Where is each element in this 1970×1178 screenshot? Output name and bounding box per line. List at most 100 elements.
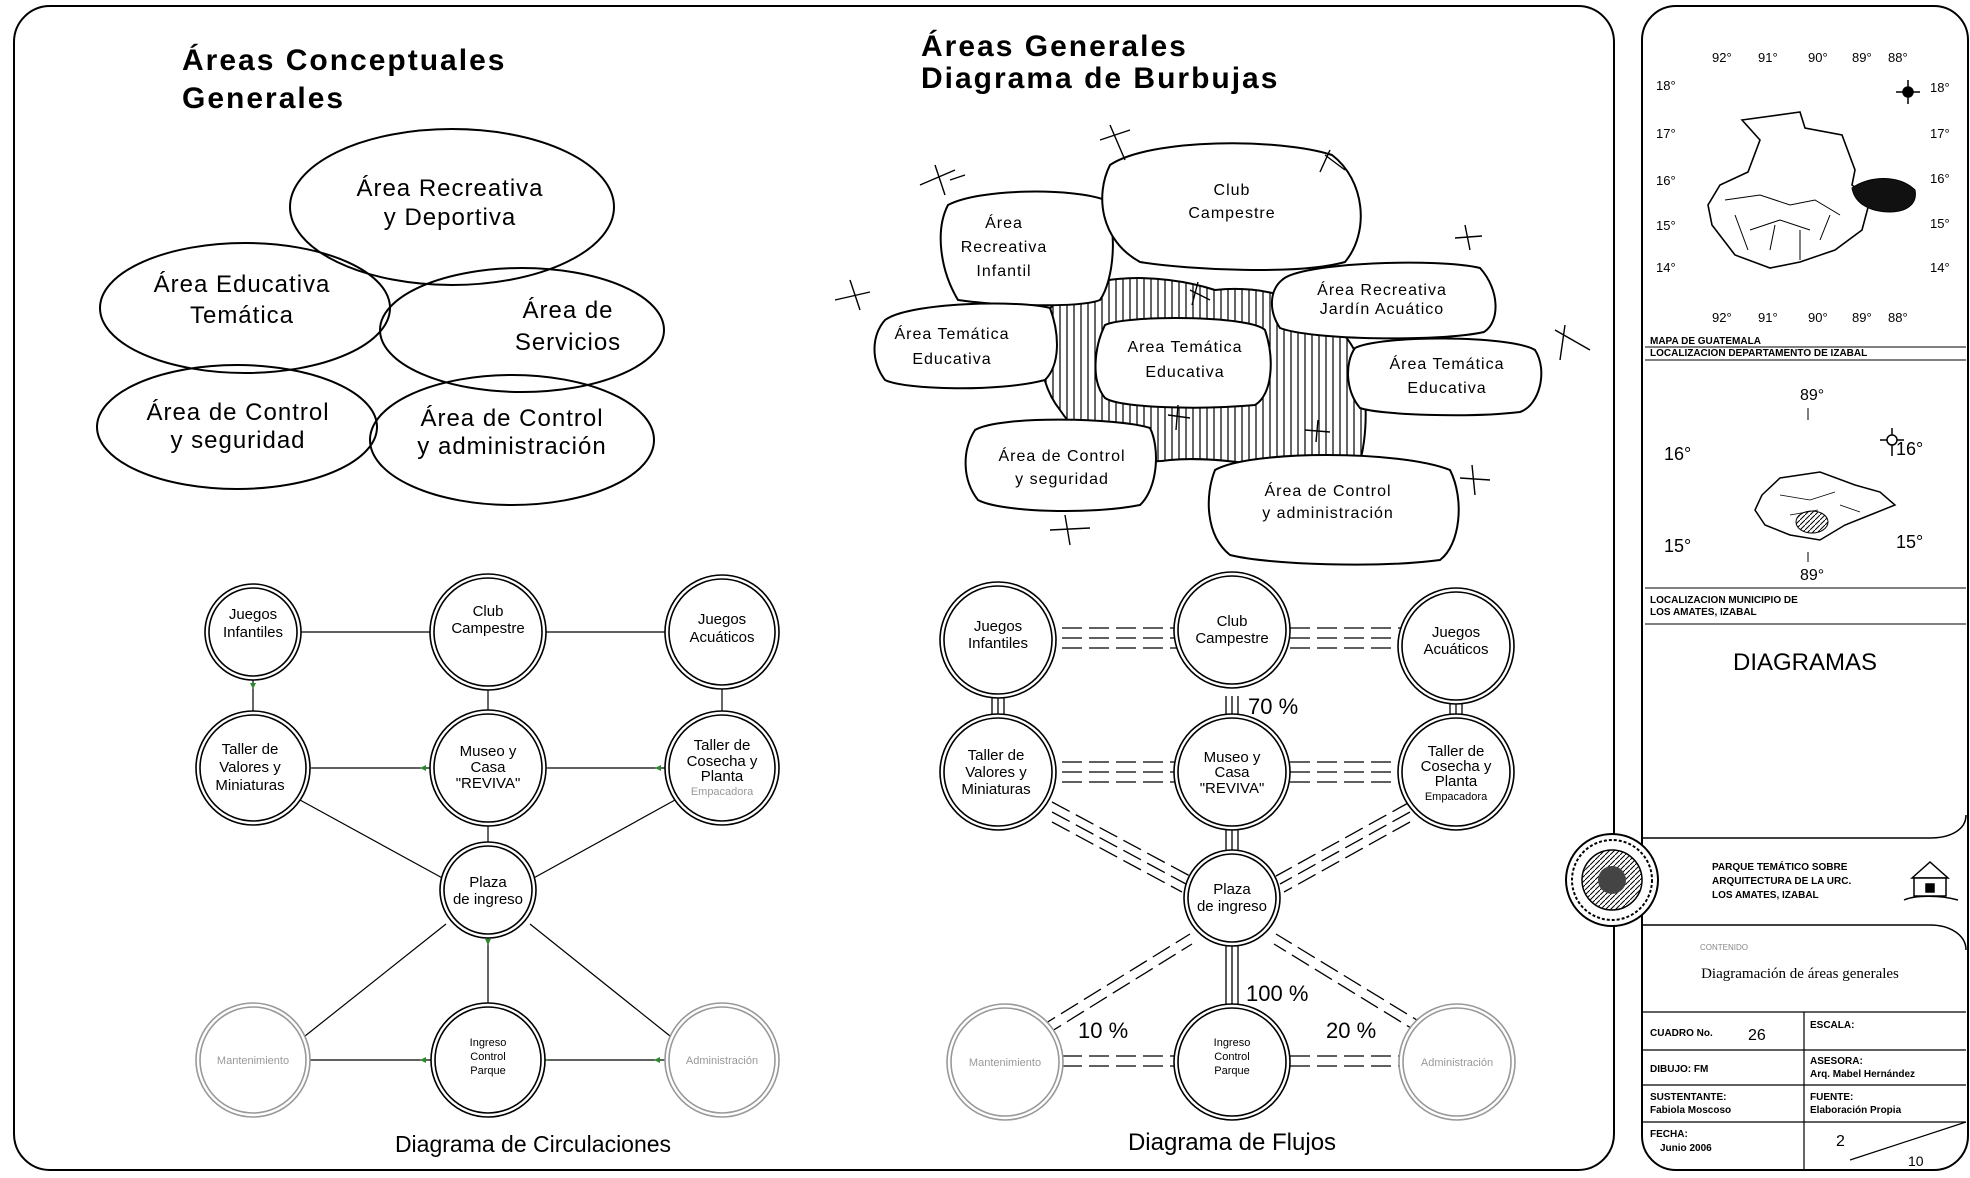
info-table-lines — [1642, 1011, 1967, 1170]
flow-museo-l3: "REVIVA" — [1200, 780, 1265, 797]
bubble-club-l1: Club — [1214, 182, 1251, 199]
map1-bot-lon-92: 92° — [1712, 310, 1732, 325]
ellipse-educativa-l2: Temática — [190, 302, 294, 329]
flow-pct-10: 10 % — [1078, 1018, 1128, 1043]
title-block-frame — [1641, 5, 1969, 1171]
map2-caption-2: LOS AMATES, IZABAL — [1650, 607, 1757, 618]
flow-museo-l2: Casa — [1214, 764, 1250, 781]
bubble-control-adm-l2: y administración — [1262, 505, 1394, 522]
dibujo-label: DIBUJO: FM — [1650, 1064, 1708, 1075]
contenido-value: Diagramación de áreas generales — [1701, 966, 1899, 982]
circ-museo-l1: Museo y — [460, 743, 517, 760]
flow-taller-cosecha-l2: Cosecha y — [1421, 758, 1492, 775]
flow-ingreso-l2: Control — [1214, 1051, 1249, 1063]
circ-mantenimiento: Mantenimiento — [217, 1055, 289, 1067]
flow-ingreso-l1: Ingreso — [1214, 1037, 1251, 1049]
map1-bot-lon-89: 89° — [1852, 310, 1872, 325]
bubble-recreativa-infantil-l1: Área — [985, 213, 1023, 232]
flow-pct-100: 100 % — [1246, 981, 1308, 1006]
map1-right-lat-18: 18° — [1930, 80, 1950, 95]
bubble-tematica-left-l1: Área Temática — [895, 324, 1010, 343]
circ-taller-cosecha-l4: Empacadora — [691, 786, 754, 798]
ellipse-educativa-l1: Área Educativa — [154, 271, 331, 298]
izabal-map: 89° 16° 16° 15° 15° 89° LOCALIZACION MUN… — [1645, 387, 1966, 625]
flow-taller-cosecha-l1: Taller de — [1428, 743, 1485, 760]
map1-right-lat-16: 16° — [1930, 171, 1950, 186]
sheet-total: 10 — [1908, 1153, 1924, 1169]
flow-ingreso-l3: Parque — [1214, 1065, 1249, 1077]
conceptual-title-line2: Generales — [182, 82, 345, 115]
asesora-value: Arq. Mabel Hernández — [1810, 1069, 1915, 1080]
bubble-tematica-center-l1: Area Temática — [1128, 339, 1243, 356]
bubble-control-seg-l1: Área de Control — [998, 446, 1125, 465]
main-frame — [13, 5, 1615, 1171]
flow-museo-l1: Museo y — [1204, 749, 1261, 766]
bubble-recreativa-infantil-l3: Infantil — [976, 263, 1031, 280]
bubble-tematica-center-l2: Educativa — [1145, 364, 1224, 381]
asesora-label: ASESORA: — [1810, 1056, 1863, 1067]
conceptual-ellipses — [96, 128, 665, 506]
map2-top: 89° — [1800, 387, 1824, 404]
map1-bot-lon-90: 90° — [1808, 310, 1828, 325]
bubble-tematica-left-l2: Educativa — [912, 351, 991, 368]
bubble-shapes — [873, 142, 1543, 566]
map1-top-lon-88: 88° — [1888, 50, 1908, 65]
flow-club-l1: Club — [1217, 613, 1248, 630]
project-line-3: LOS AMATES, IZABAL — [1712, 890, 1819, 901]
flow-taller-valores-l2: Valores y — [965, 764, 1027, 781]
circulation-caption: Diagrama de Circulaciones — [395, 1131, 671, 1157]
map1-right-lat-14: 14° — [1930, 260, 1950, 275]
project-line-2: ARQUITECTURA DE LA URC. — [1712, 876, 1851, 887]
flow-taller-valores-l1: Taller de — [968, 747, 1025, 764]
diagramas-heading: DIAGRAMAS — [1733, 649, 1877, 676]
izabal-highlight — [1851, 178, 1916, 213]
flow-club-l2: Campestre — [1195, 630, 1268, 647]
fecha-label: FECHA: — [1650, 1129, 1688, 1140]
ellipse-recreativa-l1: Área Recreativa — [356, 175, 543, 202]
flow-taller-valores-l3: Miniaturas — [961, 781, 1030, 798]
map1-right-lat-15: 15° — [1930, 216, 1950, 231]
conceptual-title-line1: Áreas Conceptuales — [182, 43, 506, 77]
circ-taller-valores-l3: Miniaturas — [215, 777, 284, 794]
bubble-control-seg-l2: y seguridad — [1015, 471, 1109, 488]
fuente-label: FUENTE: — [1810, 1092, 1853, 1103]
map1-right-lat-17: 17° — [1930, 126, 1950, 141]
ellipse-recreativa-l2: y Deportiva — [384, 204, 516, 231]
map2-north-arrow-icon — [1880, 428, 1904, 456]
map1-caption-2: LOCALIZACION DEPARTAMENTO DE IZABAL — [1650, 348, 1867, 359]
ellipse-servicios-l1: Área de — [522, 297, 613, 324]
map1-left-lat-14: 14° — [1656, 260, 1676, 275]
bubble-club-l2: Campestre — [1188, 205, 1275, 222]
flow-plaza-l2: de ingreso — [1197, 898, 1267, 915]
ellipse-control-seg-l1: Área de Control — [146, 399, 329, 426]
map1-bot-lon-88: 88° — [1888, 310, 1908, 325]
flow-juegos-infantiles-l2: Infantiles — [968, 635, 1028, 652]
map2-right-16: 16° — [1896, 439, 1923, 459]
bubble-hatch-motif — [834, 124, 1591, 546]
map1-north-arrow-icon — [1896, 80, 1920, 104]
flow-caption: Diagrama de Flujos — [1128, 1129, 1336, 1156]
flow-juegos-infantiles-l1: Juegos — [974, 618, 1022, 635]
bubble-tematica-right-l1: Área Temática — [1390, 354, 1505, 373]
los-amates-highlight — [1795, 510, 1829, 534]
circ-juegos-infantiles-l1: Juegos — [229, 606, 277, 623]
cuadro-value: 26 — [1748, 1027, 1766, 1044]
circ-administracion: Administración — [686, 1055, 758, 1067]
flow-nodes — [939, 571, 1516, 1121]
fecha-value: Junio 2006 — [1660, 1143, 1712, 1154]
circ-club-l1: Club — [473, 603, 504, 620]
flow-connectors — [991, 627, 1463, 1067]
map1-left-lat-16: 16° — [1656, 173, 1676, 188]
circ-juegos-acuaticos-l1: Juegos — [698, 611, 746, 628]
flow-pct-70: 70 % — [1248, 694, 1298, 719]
map1-left-lat-18: 18° — [1656, 78, 1676, 93]
circ-plaza-l2: de ingreso — [453, 891, 523, 908]
ellipse-servicios-l2: Servicios — [515, 329, 621, 356]
map1-left-lat-15: 15° — [1656, 218, 1676, 233]
map2-left-15: 15° — [1664, 536, 1691, 556]
flow-pct-20: 20 % — [1326, 1018, 1376, 1043]
circ-taller-cosecha-l2: Cosecha y — [687, 753, 758, 770]
project-line-1: PARQUE TEMÁTICO SOBRE — [1712, 860, 1848, 873]
cuadro-label: CUADRO No. — [1650, 1028, 1713, 1039]
